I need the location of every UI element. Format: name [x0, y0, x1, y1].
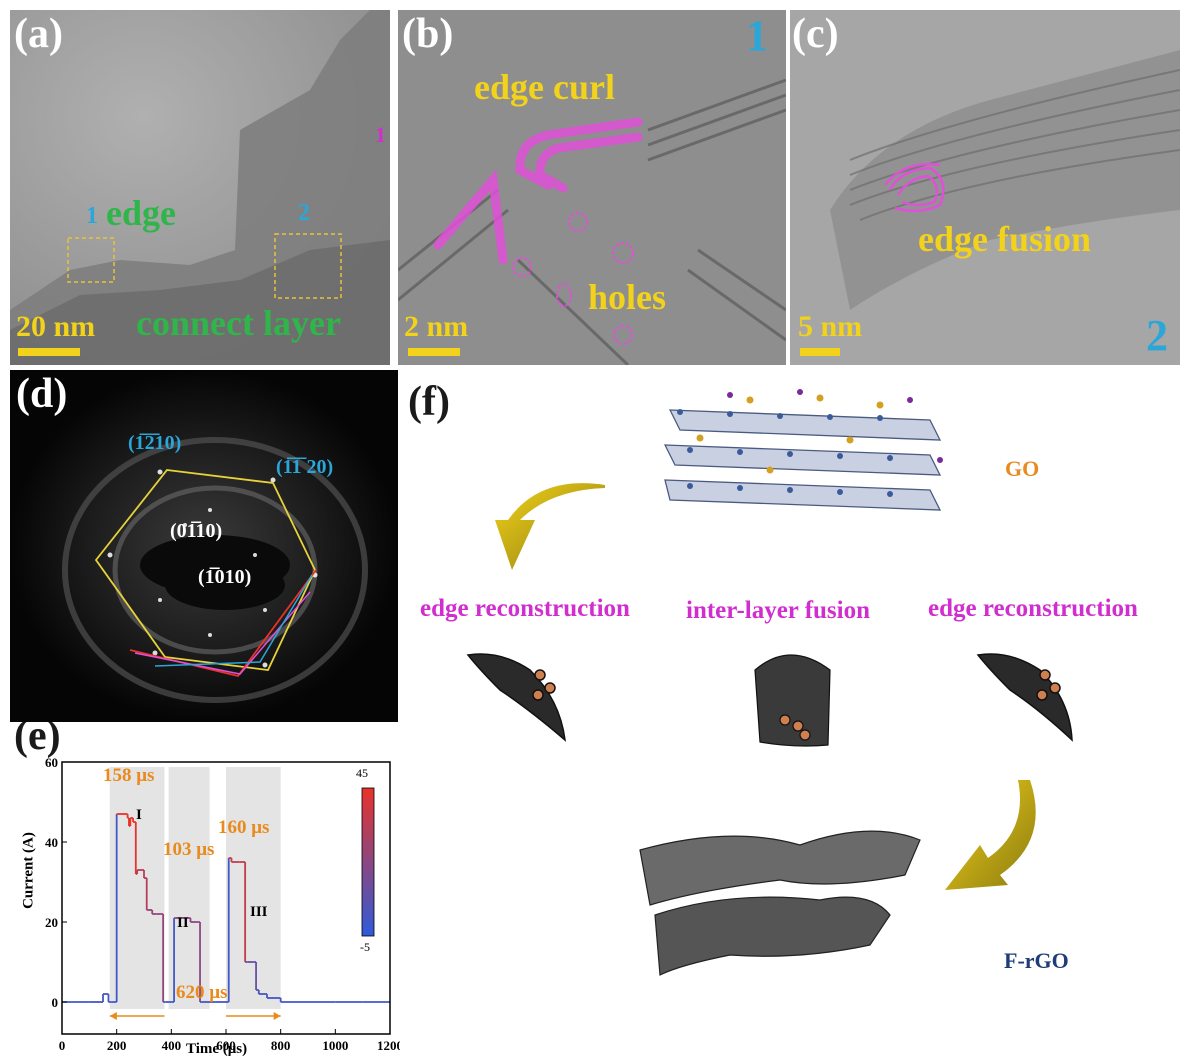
box-1-number: 1: [86, 203, 98, 229]
frgo-label: F-rGO: [1004, 948, 1069, 973]
panel-b-image: [398, 10, 786, 365]
region-II-label: II: [177, 915, 189, 931]
scale-bar: [18, 348, 80, 356]
spot-label-1: (1̅2̅10): [128, 432, 182, 454]
region-III-label: III: [250, 904, 268, 920]
connect-layer-text: connect layer: [136, 303, 341, 343]
box-1: [67, 237, 115, 283]
edge-curl-text: edge curl: [474, 67, 615, 107]
corner-number: 1: [375, 122, 386, 147]
panel-c: (c) edge fusion 2 5 nm: [790, 10, 1180, 365]
panel-d: (d) (1̅2̅10) (1̅1̅ 20) (01̅10) (1̅010): [10, 370, 398, 722]
annotation-103: 103 μs: [163, 839, 215, 860]
panel-d-label: (d): [16, 371, 68, 417]
panel-b-label: (b): [402, 11, 454, 57]
x-tick-label: 1000: [322, 1038, 348, 1053]
annotation-160: 160 μs: [218, 817, 270, 838]
panel-e-label: (e): [14, 722, 61, 759]
scale-label: 5 nm: [798, 310, 863, 343]
y-tick-label: 60: [45, 755, 58, 770]
corner-number: 1: [746, 11, 768, 60]
panel-a-label: (a): [14, 11, 63, 57]
x-tick-label: 600: [216, 1038, 236, 1053]
go-structure: [663, 389, 943, 511]
panel-f: (f): [400, 370, 1191, 1063]
current-chart: 0 200 400 600 800 1000 1200 0 20 40 60: [45, 755, 400, 1053]
span-arrow-head: [273, 1012, 281, 1020]
shaded-region-3: [226, 767, 281, 1009]
x-tick-label: 0: [59, 1038, 66, 1053]
holes-text: holes: [588, 277, 667, 317]
panel-c-image: [790, 10, 1180, 365]
scale-bar: [408, 348, 460, 356]
x-axis-label: Time (μs): [186, 1041, 248, 1057]
diffraction-pattern: [10, 370, 398, 722]
annotation-158: 158 μs: [103, 765, 155, 786]
colorbar-min: -5: [360, 940, 370, 954]
scale-bar: [800, 348, 840, 356]
y-axis-label: Current (A): [20, 832, 37, 909]
edge-text: edge: [106, 193, 176, 233]
edge-fusion-text: edge fusion: [918, 219, 1092, 259]
box-2-number: 2: [298, 200, 310, 226]
y-tick-label: 20: [45, 915, 58, 930]
panel-a: (a) 1 1 edge 2 connect layer 20 nm: [10, 10, 390, 365]
x-tick-label: 400: [162, 1038, 182, 1053]
colorbar: [361, 787, 375, 937]
panel-f-label: (f): [408, 379, 450, 425]
scale-label: 2 nm: [404, 310, 469, 343]
scale-label: 20 nm: [16, 310, 96, 343]
inter-layer-fusion-label: inter-layer fusion: [686, 597, 871, 624]
region-I-label: I: [136, 807, 142, 823]
schematic: [466, 389, 1073, 976]
annotation-span: 620 μs: [176, 982, 228, 1003]
arrow-right: [945, 780, 1036, 890]
edge-reconstruction-right: edge reconstruction: [928, 595, 1138, 622]
box-2: [274, 233, 342, 299]
panel-b: (b) 1 edge curl holes 2 nm: [398, 10, 786, 365]
corner-number: 2: [1146, 311, 1168, 360]
spot-label-3: (01̅10): [170, 520, 223, 542]
panel-c-label: (c): [792, 11, 839, 57]
right-edge-model: [976, 653, 1073, 742]
x-tick-label: 1200: [377, 1038, 400, 1053]
spot-label-4: (1̅010): [198, 566, 252, 588]
frgo-structure: [639, 830, 921, 976]
colorbar-max: 45: [356, 766, 368, 780]
x-tick-label: 200: [107, 1038, 127, 1053]
go-label: GO: [1005, 456, 1040, 481]
shaded-region-2: [168, 767, 210, 1009]
span-arrow-head: [109, 1012, 117, 1020]
left-edge-model: [466, 653, 566, 742]
shaded-region-1: [109, 767, 165, 1009]
arrow-left: [495, 483, 605, 570]
y-tick-label: 40: [45, 835, 58, 850]
spot-label-2: (1̅1̅ 20): [276, 456, 334, 478]
middle-fusion-model: [754, 654, 831, 747]
panel-a-image: [10, 10, 390, 365]
y-tick-label: 0: [52, 995, 59, 1010]
x-tick-label: 800: [271, 1038, 291, 1053]
edge-reconstruction-left: edge reconstruction: [420, 595, 630, 622]
